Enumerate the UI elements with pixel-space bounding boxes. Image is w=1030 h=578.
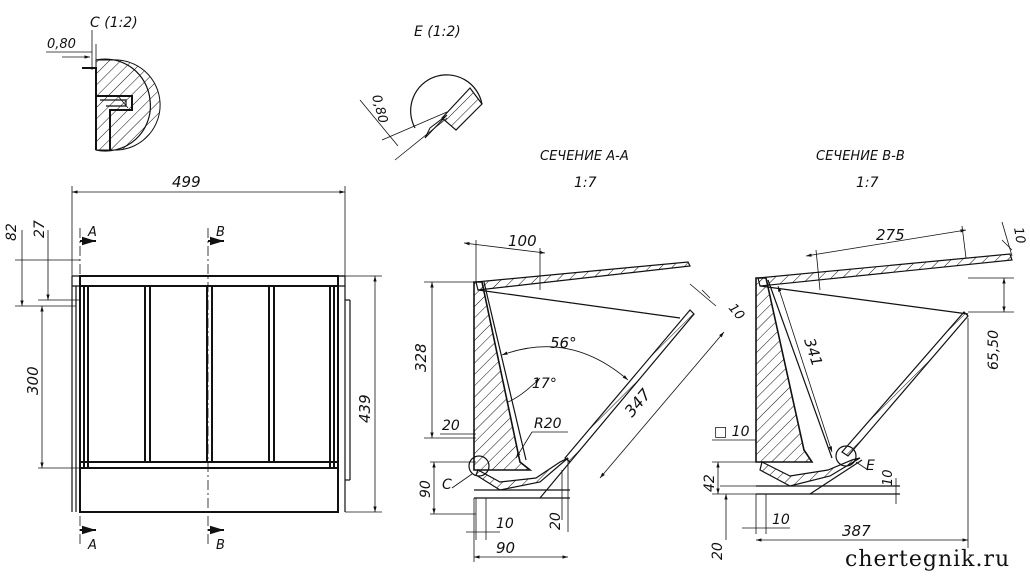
dim-top2: 27: [32, 220, 48, 238]
bb-dim-b10: 10: [772, 512, 790, 528]
bb-dim-top: 275: [876, 226, 905, 244]
dim-height: 439: [356, 394, 374, 423]
aa-dim-height: 328: [412, 343, 430, 372]
aa-dim-bottom10: 10: [496, 516, 514, 532]
aa-angle-big: 56°: [550, 334, 577, 352]
bb-dim-b20: 20: [710, 542, 726, 560]
aa-detail-c: C: [442, 477, 452, 493]
bb-dim-r10: 10: [881, 469, 896, 486]
detail-c: C (1:2) 0,80: [46, 15, 161, 152]
detail-e-title: E (1:2): [414, 24, 461, 40]
cut-b-bottom: В: [216, 538, 225, 553]
dim-width: 499: [172, 173, 201, 191]
bb-dim-sq: □ 10: [714, 424, 750, 440]
section-aa-title: СЕЧЕНИЕ А-А: [540, 149, 629, 164]
front-view: А В А В 499 82 27 300 439: [4, 173, 382, 553]
cut-a-top: А: [87, 225, 97, 240]
dim-top1: 82: [4, 223, 20, 241]
bb-dim-right: 65,50: [986, 330, 1002, 370]
aa-dim-bottom20: 20: [548, 512, 564, 530]
cut-a-bottom: А: [87, 538, 97, 553]
bb-detail-e: E: [866, 458, 875, 474]
section-bb-title: СЕЧЕНИЕ В-В: [816, 149, 905, 164]
detail-e-dim: 0,80: [368, 93, 390, 125]
aa-dim-radius: R20: [534, 416, 562, 432]
aa-angle-small: 17°: [532, 376, 557, 392]
dim-inner-height: 300: [24, 366, 42, 395]
detail-e: E (1:2) 0,80: [359, 24, 483, 161]
detail-c-title: C (1:2): [90, 15, 138, 31]
aa-dim-bottom90: 90: [418, 480, 434, 498]
aa-dim-top: 100: [508, 232, 537, 250]
section-bb: СЕЧЕНИЕ В-В 1:7 275 10 341 65,50: [702, 149, 1028, 560]
bb-dim-base: 387: [842, 522, 871, 540]
section-aa-scale: 1:7: [574, 175, 597, 191]
aa-dim-left20: 20: [442, 418, 460, 434]
bb-dim-inner: 341: [800, 336, 826, 369]
section-bb-scale: 1:7: [856, 175, 879, 191]
aa-dim-base: 90: [496, 539, 515, 557]
aa-dim-slope: 10: [725, 301, 747, 323]
bb-dim-42: 42: [702, 474, 718, 492]
bb-dim-t10: 10: [1010, 226, 1028, 245]
detail-c-dim: 0,80: [47, 37, 76, 52]
cut-b-top: В: [216, 225, 225, 240]
watermark: chertegnik.ru: [845, 547, 1010, 572]
section-aa: СЕЧЕНИЕ А-А 1:7 100 10 56° 17°: [412, 149, 747, 562]
